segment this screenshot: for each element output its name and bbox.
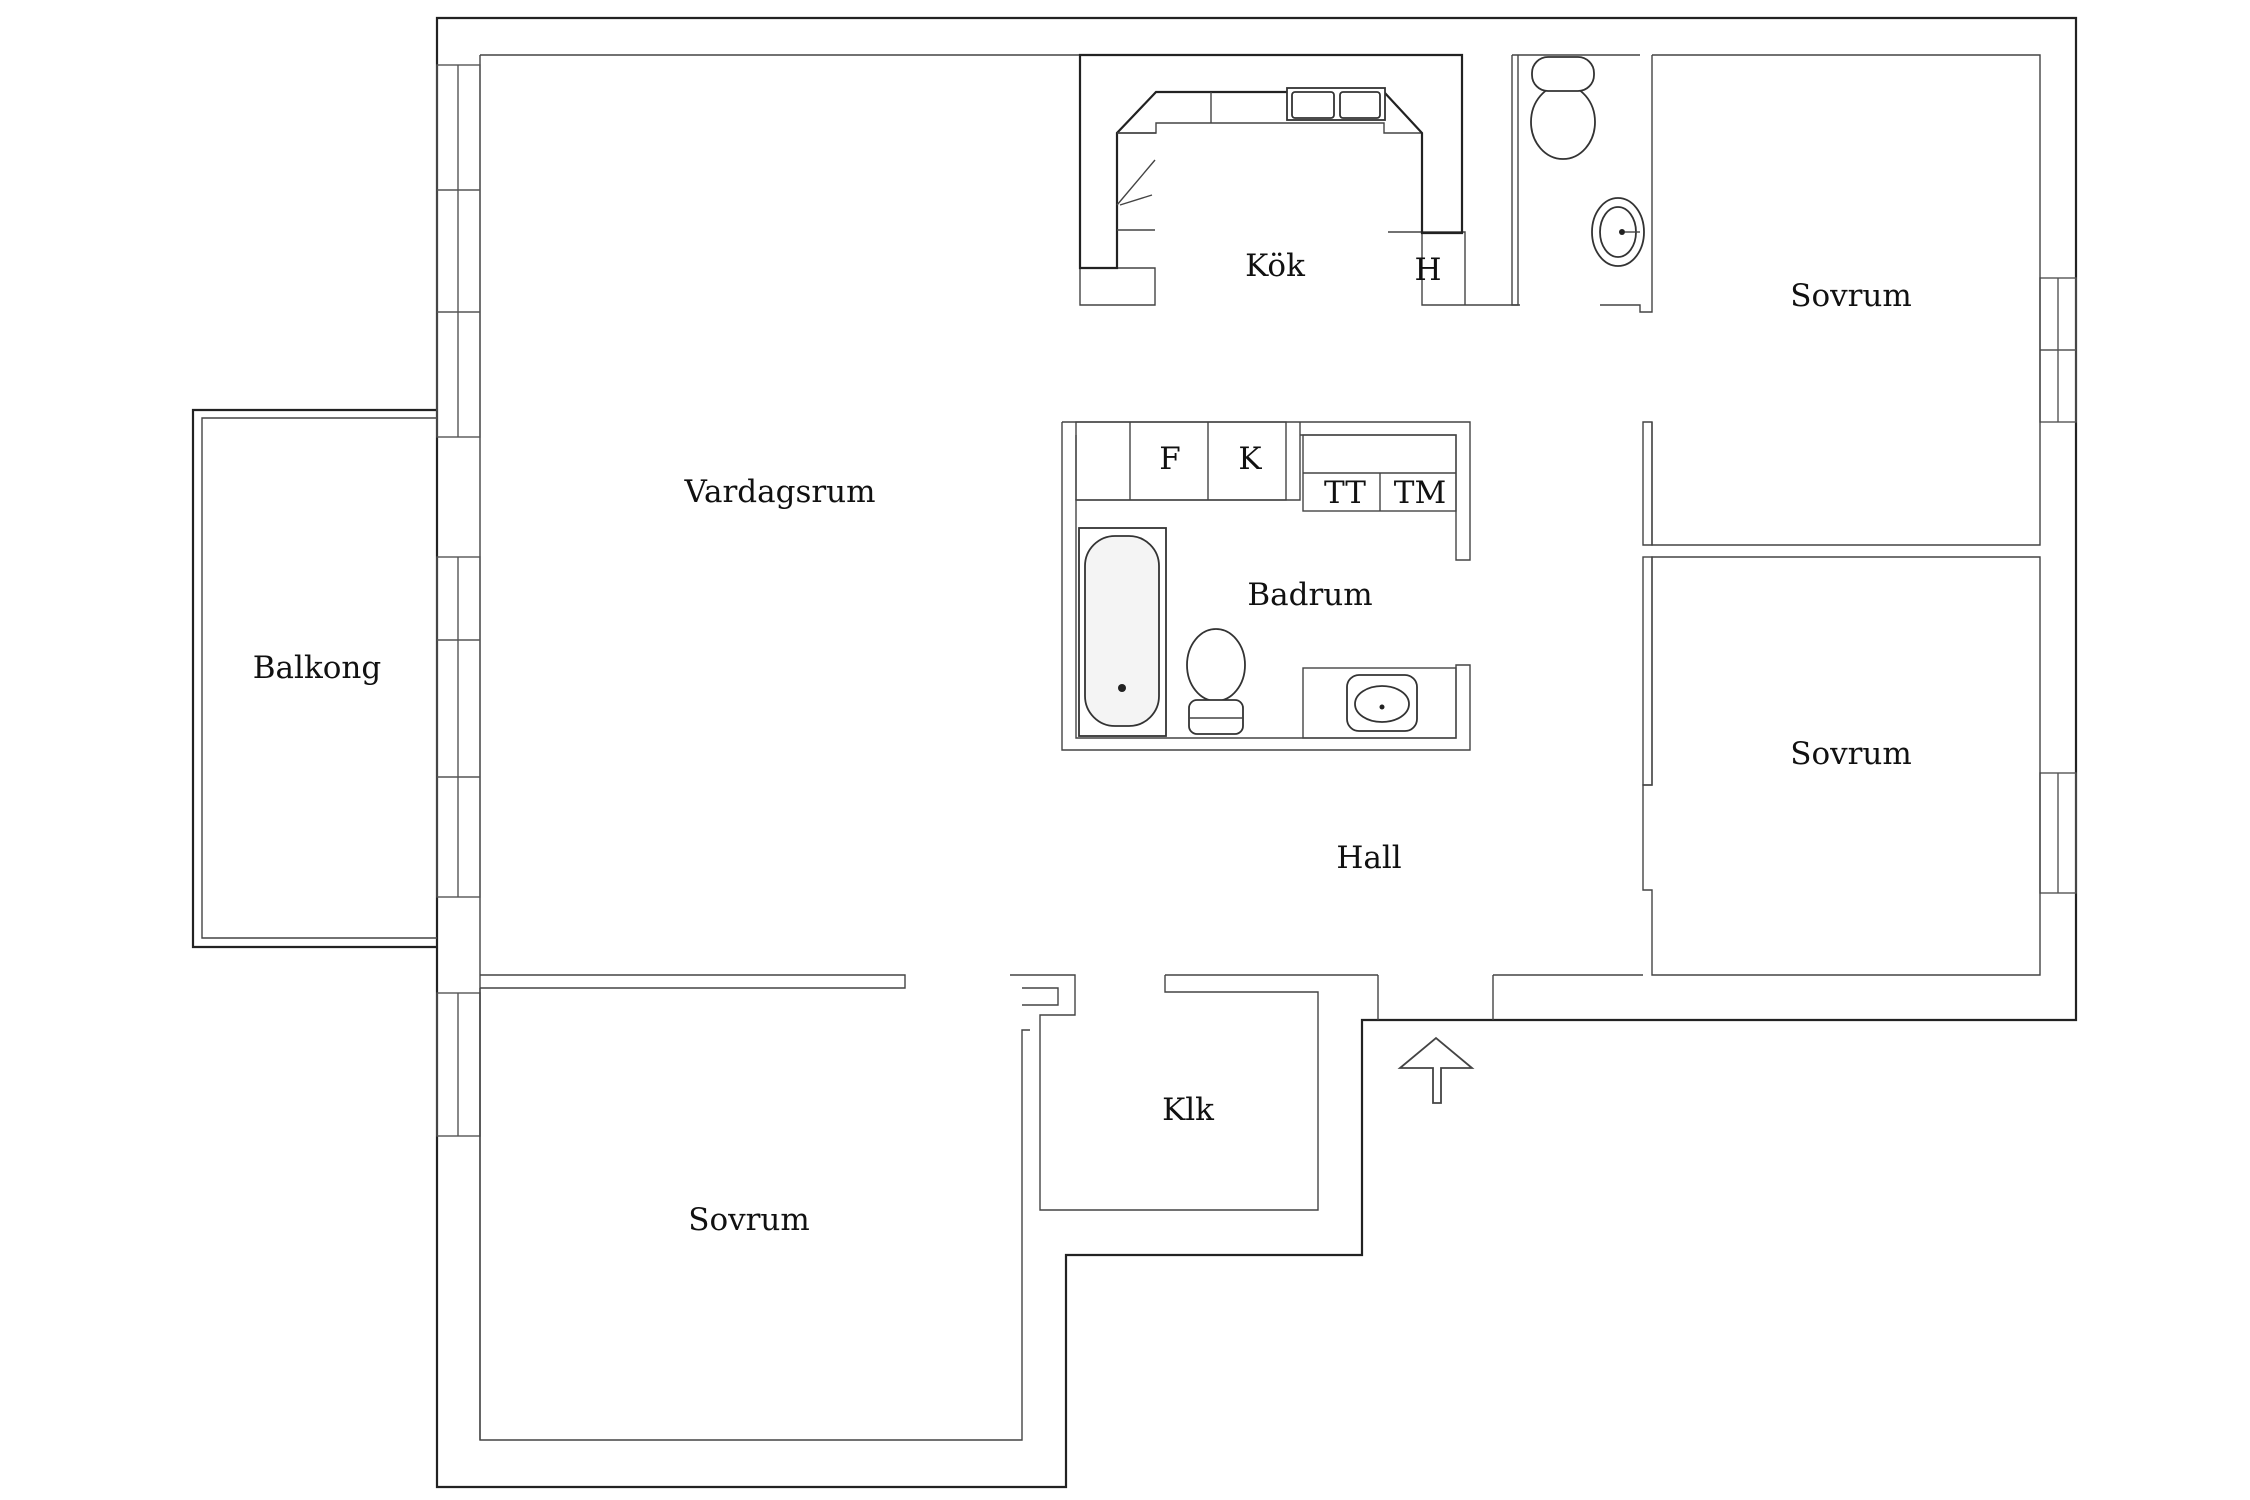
- entrance-arrow-icon: [1397, 1036, 1475, 1104]
- label-bathroom: Badrum: [1247, 577, 1372, 613]
- label-washing-machine: TM: [1394, 475, 1446, 511]
- label-hall: Hall: [1336, 840, 1401, 876]
- balcony: [191, 408, 437, 949]
- wc-sink-icon: [1591, 197, 1645, 267]
- toilet-icon: [1186, 628, 1246, 735]
- label-tumble-dryer: TT: [1324, 475, 1366, 511]
- storage-fk: [1075, 421, 1287, 501]
- label-closet: Klk: [1162, 1092, 1214, 1128]
- label-balcony: Balkong: [253, 650, 381, 686]
- label-bedroom-bottom-left: Sovrum: [688, 1202, 810, 1238]
- label-bedroom-mid-right: Sovrum: [1790, 736, 1912, 772]
- label-living-room: Vardagsrum: [683, 474, 875, 510]
- label-kitchen: Kök: [1245, 248, 1305, 284]
- wc-toilet-icon: [1530, 56, 1596, 160]
- label-kitchen-h: H: [1414, 252, 1441, 288]
- right-windows: [2039, 277, 2077, 894]
- laundry: [1302, 434, 1457, 512]
- sink-icon: [1302, 667, 1457, 739]
- label-storage-f: F: [1159, 441, 1181, 477]
- kitchen-counters: [1078, 53, 1464, 270]
- label-storage-k: K: [1238, 441, 1262, 477]
- left-windows: [436, 64, 481, 1137]
- bathtub-icon: [1078, 527, 1167, 737]
- label-bedroom-top-right: Sovrum: [1790, 278, 1912, 314]
